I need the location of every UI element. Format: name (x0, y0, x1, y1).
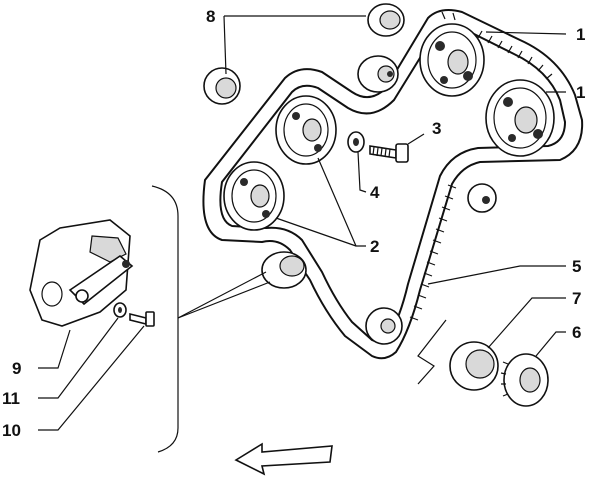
leader-lines (38, 15, 567, 431)
callout-8: 8 (206, 7, 215, 26)
camshaft-pulley-left-upper (275, 95, 337, 165)
bolt-ten (129, 311, 155, 327)
group-bracket-left (151, 185, 179, 453)
group-bracket-lower (417, 319, 447, 385)
callout-3: 3 (432, 119, 441, 138)
callout-1-upper: 1 (576, 25, 585, 44)
bearing-upper (367, 3, 405, 37)
bolt (369, 143, 409, 163)
crankshaft-pulley (365, 307, 403, 345)
callout-11: 11 (2, 389, 20, 408)
direction-arrow-icon (234, 442, 333, 476)
callout-7: 7 (572, 289, 581, 308)
bearing-left (203, 67, 241, 105)
tensioner-roller (261, 251, 307, 289)
pulley-seven (449, 341, 499, 391)
camshaft-pulley-left-lower (223, 161, 285, 231)
camshaft-pulley-right (485, 79, 555, 157)
washer (347, 131, 365, 153)
idler-pulley-right (467, 183, 497, 213)
idler-pulley-top (357, 55, 399, 93)
tensioner-assembly (29, 219, 134, 327)
washer-eleven (113, 302, 127, 318)
callout-6: 6 (572, 323, 581, 342)
callout-9: 9 (12, 359, 21, 378)
callout-2: 2 (370, 237, 379, 256)
callout-4: 4 (370, 183, 380, 202)
callout-10: 10 (2, 421, 21, 440)
toothed-pulley-six (500, 353, 549, 407)
callout-5: 5 (572, 257, 581, 276)
camshaft-pulley-upper (419, 23, 485, 97)
callout-1-lower: 1 (576, 83, 585, 102)
